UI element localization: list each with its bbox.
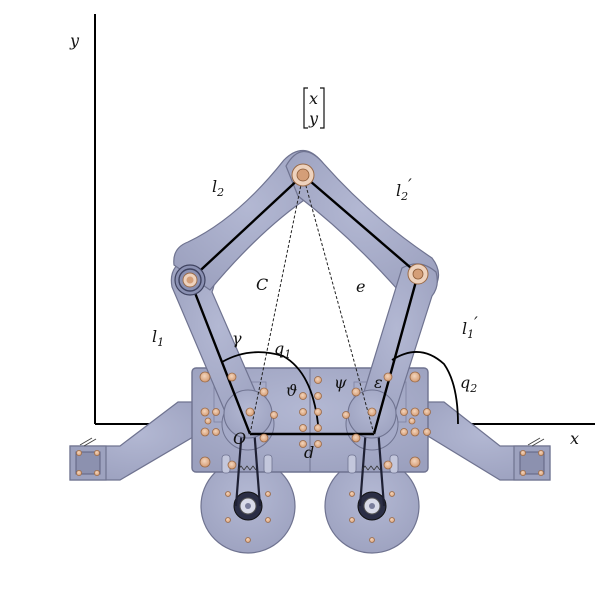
bolt [299,440,307,448]
epsilon-label: ε [374,373,383,392]
l2-label: l2 [212,177,224,199]
bolt [265,517,271,523]
bolt [383,460,393,470]
vector-bracket-right [320,87,325,129]
joint-top [291,163,315,187]
bolt [314,440,322,448]
right-drive-wheel [324,458,420,554]
bolt [299,408,307,416]
joint-right-elbow [407,263,429,285]
diagonal-c [249,174,304,435]
angle-arcs [221,351,459,425]
q1-label: q1 [274,339,291,361]
arc-q1 [221,351,319,425]
bolt [408,417,416,425]
bolt [409,371,421,383]
l1-label: l1 [152,327,164,349]
bolt [314,392,322,400]
link-l1p-plate [355,263,438,429]
bolt [259,433,269,443]
bolt [199,456,211,468]
c-label: C [256,275,268,294]
vector-bracket-left [303,87,308,129]
bolt [410,427,420,437]
bolt [314,376,322,384]
bolt [369,537,375,543]
bolt [351,433,361,443]
bolt [383,372,393,382]
labels: y x x y l2 l2′ l1 l1′ C e γ q1 q2 ϑ ψ ε … [69,31,579,462]
bolt [212,408,220,416]
bolt [225,517,231,523]
bolt [259,387,269,397]
bolt [200,427,210,437]
l1-prime-label: l1′ [462,313,478,341]
bolt [389,491,395,497]
bolt [400,408,408,416]
bolt [351,387,361,397]
bolt [299,424,307,432]
bolt [423,408,431,416]
bolt [349,491,355,497]
joint-left-elbow [174,264,206,296]
vector-x-label: x [309,89,318,108]
bolt [299,392,307,400]
vector-y-label: y [308,109,319,128]
bolt [227,372,237,382]
bolt [349,517,355,523]
bolt [270,411,278,419]
gamma-label: γ [232,329,242,348]
bolt [199,371,211,383]
bolt [265,491,271,497]
bolt [225,491,231,497]
bolt [200,407,210,417]
bolt [409,456,421,468]
drive-belts [234,427,386,507]
bolt [423,428,431,436]
left-side-arm [69,401,206,481]
arc-q2 [391,351,459,425]
bolt-group [199,371,431,543]
bolt [212,428,220,436]
bolt [314,424,322,432]
bolt [410,407,420,417]
position-vector: x y [303,87,325,129]
link-l2-plate [173,149,324,291]
bolt [367,407,377,417]
q2-label: q2 [460,373,477,395]
x-axis-label: x [570,429,579,448]
bolt [314,408,322,416]
bolt [245,407,255,417]
bolt [227,460,237,470]
l2-prime-label: l2′ [396,175,412,203]
bolt [245,537,251,543]
e-label: e [356,277,365,296]
y-axis-label: y [69,31,80,50]
origin-label: O [233,429,246,448]
left-drive-wheel [200,458,296,554]
right-side-arm [417,401,551,481]
bolt [400,428,408,436]
bolt [342,411,350,419]
psi-label: ψ [334,373,347,392]
d-label: d [304,443,314,462]
joints [174,163,429,296]
bolt [389,517,395,523]
theta-label: ϑ [286,381,297,400]
bolt [204,417,212,425]
